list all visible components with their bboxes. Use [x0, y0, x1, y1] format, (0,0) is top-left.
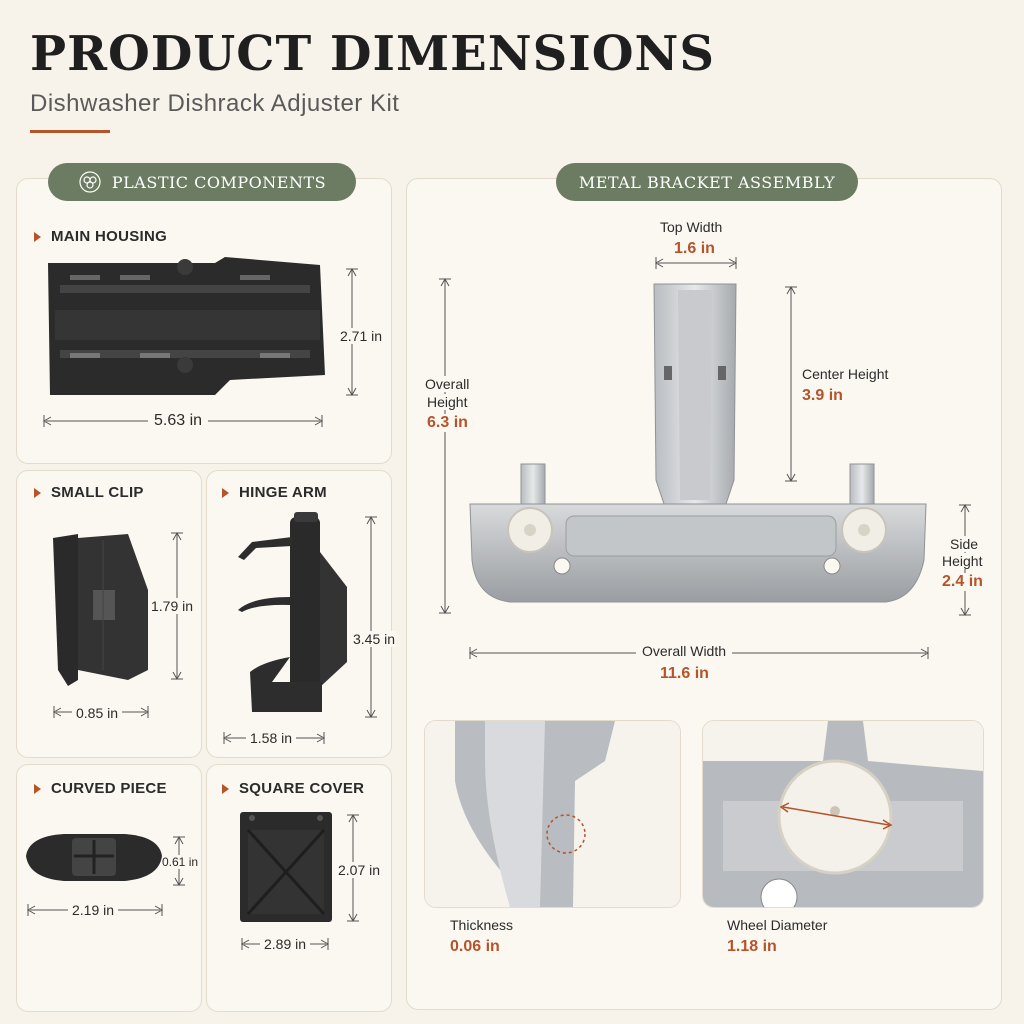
main-housing-width: 5.63 in [148, 412, 209, 430]
wheel-detail-panel [702, 720, 984, 908]
small-clip-illustration [53, 534, 148, 686]
main-housing-label: MAIN HOUSING [34, 228, 167, 245]
wheel-diameter-label: Wheel Diameter [727, 917, 828, 933]
center-height-arrow [785, 285, 797, 483]
main-housing-height: 2.71 in [338, 328, 385, 344]
thickness-closeup-illustration [425, 721, 680, 907]
square-cover-height: 2.07 in [336, 862, 383, 878]
flower-icon [78, 170, 102, 194]
small-clip-width: 0.85 in [72, 705, 123, 721]
center-height-label: Center Height [802, 366, 889, 382]
plastic-section-title: PLASTIC COMPONENTS [111, 172, 327, 192]
square-cover-illustration [240, 812, 332, 922]
small-clip-label-text: SMALL CLIP [51, 484, 144, 501]
hinge-arm-height-arrow [365, 515, 377, 719]
hinge-arm-label: HINGE ARM [222, 484, 327, 501]
thickness-value: 0.06 in [450, 938, 500, 955]
wheel-diameter-value: 1.18 in [727, 938, 777, 955]
top-width-label: Top Width [660, 219, 723, 235]
top-width-value: 1.6 in [674, 240, 715, 257]
side-height-value: 2.4 in [942, 573, 983, 591]
overall-height-label-2: Height [427, 394, 468, 410]
side-height-label-2: Height [942, 553, 983, 569]
square-cover-width: 2.89 in [260, 936, 311, 952]
main-housing-illustration [48, 257, 325, 395]
page-title: PRODUCT DIMENSIONS [30, 26, 716, 82]
hinge-arm-width: 1.58 in [246, 730, 297, 746]
overall-height-label-1: Overall [425, 376, 470, 392]
center-height-value: 3.9 in [802, 387, 843, 404]
square-cover-label: SQUARE COVER [222, 780, 364, 797]
small-clip-label: SMALL CLIP [34, 484, 144, 501]
overall-width-value: 11.6 in [660, 665, 709, 682]
panel-curved-piece [16, 764, 202, 1012]
overall-height-arrow [439, 277, 451, 615]
square-cover-label-text: SQUARE COVER [239, 780, 365, 797]
page-subtitle: Dishwasher Dishrack Adjuster Kit [30, 90, 400, 117]
hinge-arm-illustration [238, 512, 347, 712]
thickness-label: Thickness [450, 917, 514, 933]
curved-piece-label: CURVED PIECE [34, 780, 167, 797]
triangle-bullet-icon [34, 783, 41, 794]
hinge-arm-height: 3.45 in [352, 631, 397, 647]
accent-divider [30, 130, 110, 133]
metal-bracket-illustration [469, 283, 927, 603]
curved-piece-label-text: CURVED PIECE [51, 780, 167, 797]
overall-width-label: Overall Width [636, 643, 733, 659]
main-housing-height-arrow [346, 267, 358, 397]
curved-piece-height: 0.61 in [162, 855, 199, 869]
small-clip-height: 1.79 in [150, 598, 195, 614]
thickness-detail-panel [424, 720, 681, 908]
curved-piece-illustration [26, 834, 162, 881]
triangle-bullet-icon [34, 231, 41, 242]
plastic-section-pill: PLASTIC COMPONENTS [48, 163, 356, 201]
hinge-arm-label-text: HINGE ARM [239, 484, 327, 501]
main-housing-label-text: MAIN HOUSING [51, 228, 168, 245]
triangle-bullet-icon [222, 487, 229, 498]
top-width-arrow [654, 257, 738, 269]
metal-section-title: METAL BRACKET ASSEMBLY [578, 172, 836, 192]
triangle-bullet-icon [222, 783, 229, 794]
curved-piece-width: 2.19 in [68, 902, 119, 918]
wheel-closeup-illustration [703, 721, 983, 907]
side-height-label-1: Side [950, 536, 979, 552]
triangle-bullet-icon [34, 487, 41, 498]
overall-height-value: 6.3 in [427, 414, 468, 432]
metal-section-pill: METAL BRACKET ASSEMBLY [556, 163, 858, 201]
